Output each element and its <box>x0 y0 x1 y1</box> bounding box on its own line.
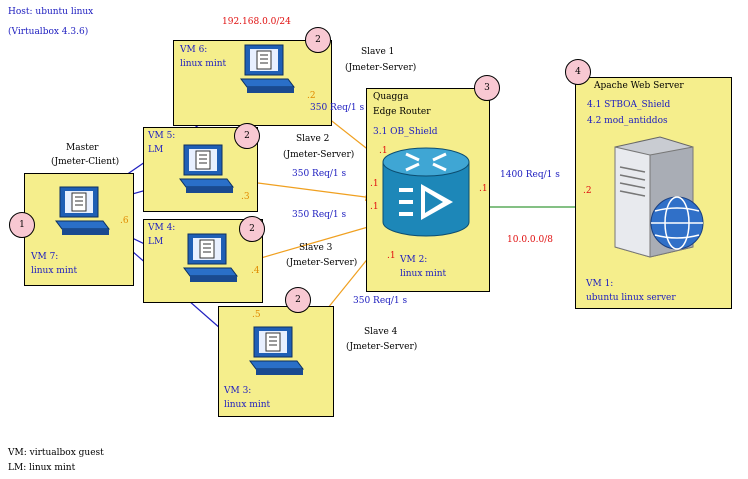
vm5-label: VM 5: <box>148 131 176 141</box>
vm1-label: VM 1: <box>586 279 614 289</box>
badge-server: 4 <box>565 59 591 85</box>
badge-slave4: 2 <box>285 287 311 313</box>
vm4-os: LM <box>148 237 164 247</box>
badge-slave3: 2 <box>239 216 265 242</box>
server-mod2: 4.2 mod_antiddos <box>587 116 668 126</box>
vm4-label: VM 4: <box>148 223 176 233</box>
router-if-2: .1 <box>370 179 379 189</box>
server-ip: .2 <box>583 186 592 196</box>
vm3-os: linux mint <box>224 400 271 410</box>
workstation-icon-vm3 <box>249 326 304 375</box>
slave4-title: Slave 4 <box>364 327 398 337</box>
vm2-os: linux mint <box>400 269 447 279</box>
slave4-role: (Jmeter-Server) <box>346 342 418 352</box>
slave1-role: (Jmeter-Server) <box>345 63 417 73</box>
server-mod1: 4.1 STBOA_Shield <box>587 100 671 110</box>
vm2-label: VM 2: <box>400 255 428 265</box>
vm6-ip: .2 <box>307 91 316 101</box>
router-name: Quagga <box>373 92 409 102</box>
router-module: 3.1 OB_Shield <box>373 127 438 137</box>
link-slave2-router <box>257 182 374 202</box>
badge-slave2: 2 <box>234 123 260 149</box>
lan-subnet-label: 192.168.0.0/24 <box>222 17 291 27</box>
badge-slave1: 2 <box>305 27 331 53</box>
router-if-3: .1 <box>370 202 379 212</box>
vm3-label: VM 3: <box>224 386 252 396</box>
server-name: Apache Web Server <box>594 81 684 91</box>
router-if-4: .1 <box>387 251 396 261</box>
router-wan-rate: 1400 Req/1 s <box>500 170 560 180</box>
master-role: (Jmeter-Client) <box>51 157 120 167</box>
vm3-box: VM 3: linux mint .5 <box>218 306 334 417</box>
slave3-rate: 350 Req/1 s <box>292 210 347 220</box>
vm1-os: ubuntu linux server <box>586 293 676 303</box>
slave1-rate: 350 Req/1 s <box>310 103 365 113</box>
vm6-label: VM 6: <box>180 45 208 55</box>
router-role: Edge Router <box>373 107 431 117</box>
master-title: Master <box>66 143 99 153</box>
host-label: Host: ubuntu linux <box>8 7 94 17</box>
slave2-rate: 350 Req/1 s <box>292 169 347 179</box>
slave3-title: Slave 3 <box>299 243 333 253</box>
workstation-icon-vm6 <box>240 44 295 93</box>
virtualbox-label: (Virtualbox 4.3.6) <box>8 27 89 37</box>
vm5-os: LM <box>148 145 164 155</box>
router-if-1: .1 <box>379 146 388 156</box>
badge-router: 3 <box>474 75 500 101</box>
wan-subnet-label: 10.0.0.0/8 <box>507 235 553 245</box>
slave2-title: Slave 2 <box>296 134 330 144</box>
vm7-os: linux mint <box>31 266 78 276</box>
legend-lm: LM: linux mint <box>8 463 76 473</box>
router-icon <box>382 147 470 237</box>
slave3-role: (Jmeter-Server) <box>286 258 358 268</box>
workstation-icon-vm5 <box>179 144 234 193</box>
legend-vm: VM: virtualbox guest <box>8 448 104 458</box>
slave4-rate: 350 Req/1 s <box>353 296 408 306</box>
workstation-icon-vm7 <box>55 186 110 235</box>
workstation-icon-vm4 <box>183 233 238 282</box>
vm5-ip: .3 <box>241 192 250 202</box>
slave2-role: (Jmeter-Server) <box>283 150 355 160</box>
vm6-os: linux mint <box>180 59 227 69</box>
vm7-label: VM 7: <box>31 252 59 262</box>
vm3-ip: .5 <box>252 310 261 320</box>
badge-master: 1 <box>9 212 35 238</box>
vm4-ip: .4 <box>251 266 260 276</box>
slave1-title: Slave 1 <box>361 47 395 57</box>
vm1-box: Apache Web Server 4.1 STBOA_Shield 4.2 m… <box>575 77 732 309</box>
web-server-icon <box>614 136 704 258</box>
router-wan-if: .1 <box>479 184 488 194</box>
vm7-ip: .6 <box>120 216 129 226</box>
